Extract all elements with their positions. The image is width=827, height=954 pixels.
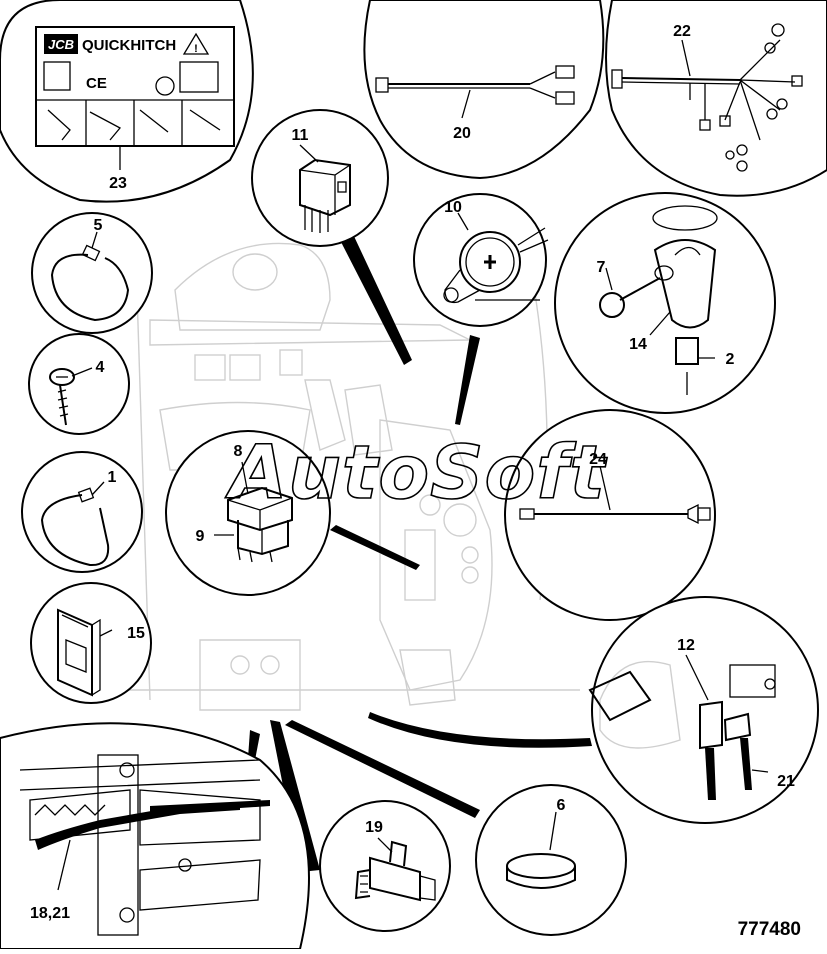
screw-part-4: 4 [49, 359, 105, 426]
label-22: 22 [673, 23, 691, 40]
label-10: 10 [444, 199, 462, 216]
reference-number: 777480 [737, 919, 801, 940]
callout-circle-8-9 [165, 430, 331, 596]
switch-part-11: 11 [292, 127, 351, 233]
hose-routing-part-18-21: 18,21 [19, 754, 270, 936]
callout-circle-4 [28, 333, 130, 435]
label-5: 5 [94, 217, 103, 234]
rotary-part-10: 10 [443, 199, 549, 304]
label-18-21: 18,21 [30, 905, 70, 922]
jcb-logo-text: JCB [48, 37, 74, 52]
callout-circle-22: 22 [605, 0, 827, 197]
callout-circle-12-21 [591, 596, 819, 824]
label-4: 4 [96, 359, 105, 376]
label-21: 21 [777, 773, 795, 790]
connector-plug-right-lower [555, 91, 575, 105]
rocker-switch-part-8-9: 8 9 [196, 443, 293, 563]
callout-circle-11 [251, 109, 389, 247]
plug-part-6: 6 [506, 797, 576, 889]
callout-circle-19 [319, 800, 451, 932]
decal-panel [35, 26, 235, 147]
label-6: 6 [557, 797, 566, 814]
label-20: 20 [453, 125, 471, 142]
label-8: 8 [234, 443, 243, 460]
callout-circle-5 [31, 212, 153, 334]
warning-triangle-icon [182, 32, 210, 55]
callout-circle-23: JCB QUICKHITCH ! CE 23 [0, 0, 254, 203]
label-7: 7 [597, 259, 606, 276]
label-23: 23 [109, 175, 127, 192]
label-12: 12 [677, 637, 695, 654]
lock-icon [179, 61, 219, 93]
svg-text:!: ! [194, 43, 198, 55]
cable-part-24: 24 [519, 451, 711, 525]
decal-title: QUICKHITCH [82, 37, 176, 54]
label-1: 1 [108, 469, 117, 486]
callout-circle-14 [554, 192, 776, 414]
manual-part-15: 15 [57, 608, 145, 697]
label-2: 2 [726, 351, 735, 368]
watermark: AutoSoft [225, 430, 607, 516]
label-9: 9 [196, 528, 205, 545]
connector-plug-right-upper [555, 65, 575, 79]
handle-part-14: 7 14 2 [597, 205, 735, 395]
ce-mark: CE [86, 75, 107, 92]
label-19: 19 [365, 819, 383, 836]
label-11: 11 [292, 127, 309, 144]
leader-wedges [248, 232, 592, 872]
cable-tie-part-5: 5 [50, 217, 130, 322]
jcb-logo-badge [44, 34, 78, 54]
cable-tie-part-1: 1 [40, 469, 117, 567]
label-24: 24 [589, 451, 607, 468]
callout-circle-10 [413, 193, 547, 327]
callout-circle-1 [21, 451, 143, 573]
hose-fitting-part-12-21: 12 21 [588, 637, 795, 800]
label-14: 14 [629, 336, 647, 353]
tee-fitting-part-19: 19 [354, 819, 436, 902]
callout-circle-6 [475, 784, 627, 936]
bucket-icon [43, 61, 71, 91]
label-15: 15 [127, 625, 145, 642]
callout-circle-20: 20 [363, 0, 605, 180]
